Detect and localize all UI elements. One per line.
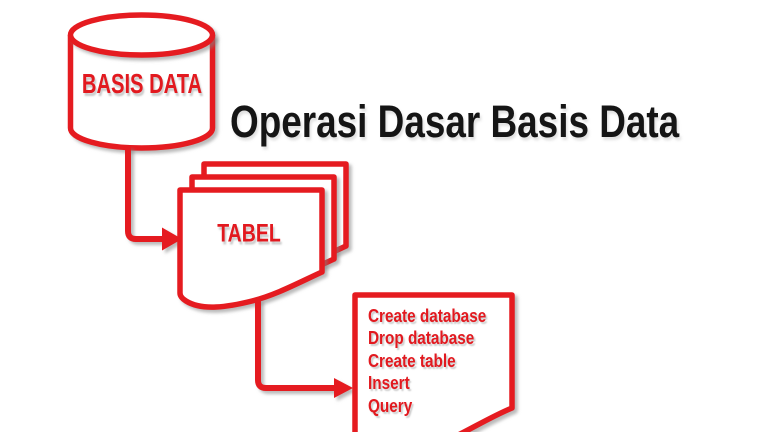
database-label: BASIS DATA <box>81 68 203 99</box>
cylinder-body <box>67 35 216 151</box>
operation-item: Create database <box>368 306 487 326</box>
cylinder-top <box>67 12 216 58</box>
operations-document-icon <box>352 292 515 432</box>
arrow-database-to-table-icon <box>125 146 182 251</box>
database-cylinder-icon <box>67 12 216 151</box>
operation-item: Insert <box>368 373 410 394</box>
operation-item: Create table <box>368 350 456 371</box>
operation-item: Drop database <box>368 328 475 349</box>
page-title: Operasi Dasar Basis Data <box>230 96 680 147</box>
document-stack-icon <box>177 161 349 310</box>
operation-item: Query <box>368 395 413 416</box>
table-label: TABEL <box>217 219 281 248</box>
document-page-front <box>177 187 325 310</box>
operations-list: Create database Drop database Create tab… <box>368 305 486 417</box>
arrow-table-to-operations-icon <box>255 299 353 398</box>
